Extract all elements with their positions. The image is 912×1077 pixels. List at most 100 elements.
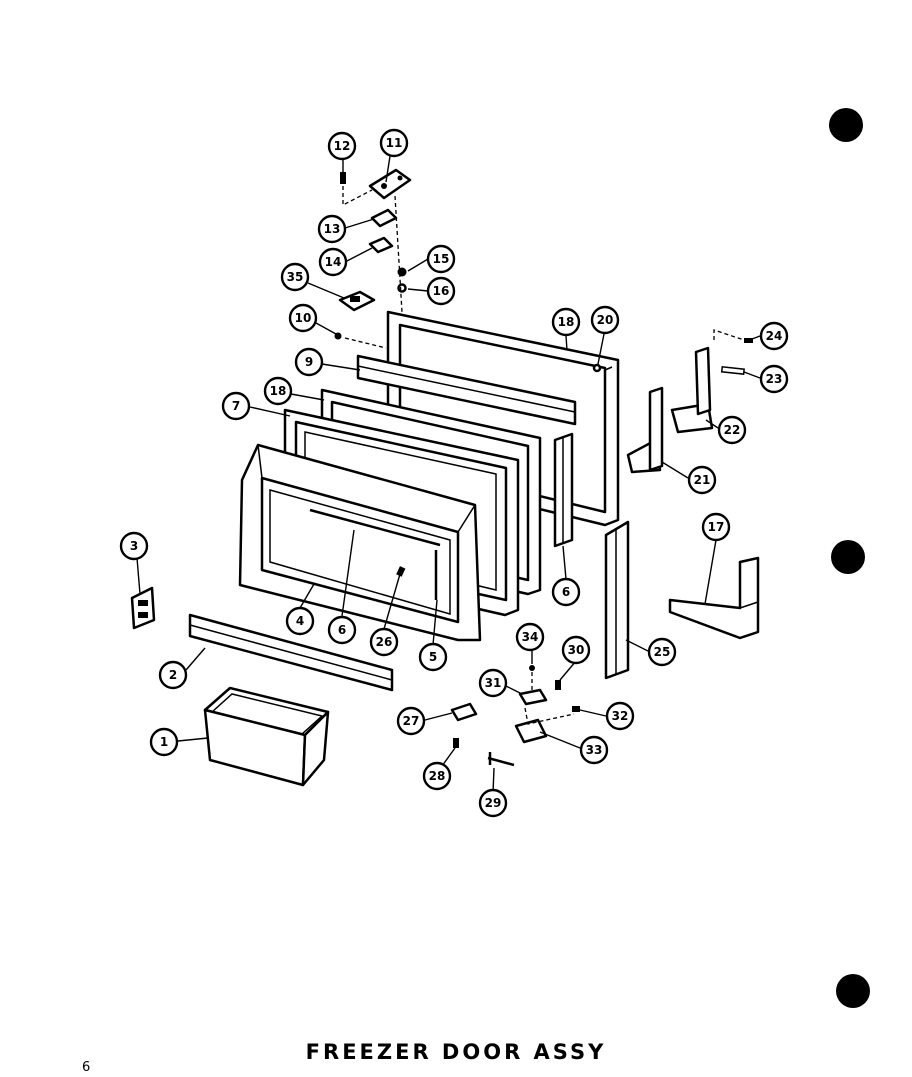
corner-trim	[668, 556, 760, 640]
callout-32: 32	[605, 701, 635, 731]
svg-text:11: 11	[386, 136, 403, 150]
assembly-lines	[342, 186, 745, 725]
callout-18-gasket: 18	[263, 376, 293, 406]
svg-text:31: 31	[485, 676, 502, 690]
callout-6-liner: 6	[327, 615, 357, 645]
plug-10	[334, 332, 342, 340]
side-breaker-strip	[553, 432, 574, 548]
pin-29	[487, 752, 515, 767]
callout-3: 3	[119, 531, 149, 561]
svg-text:6: 6	[562, 585, 570, 599]
callout-25: 25	[647, 637, 677, 667]
callout-23: 23	[759, 364, 789, 394]
svg-text:10: 10	[295, 311, 312, 325]
callout-22: 22	[717, 415, 747, 445]
screw-24	[744, 338, 753, 343]
svg-text:24: 24	[766, 329, 783, 343]
svg-text:29: 29	[485, 796, 502, 810]
hinge-block-31	[518, 688, 548, 706]
screw-32	[572, 706, 580, 712]
washer-16	[397, 283, 407, 293]
top-breaker-strip	[356, 354, 577, 426]
svg-text:13: 13	[324, 222, 341, 236]
svg-text:18: 18	[270, 384, 287, 398]
diagram-title: FREEZER DOOR ASSY	[305, 1040, 607, 1064]
svg-text:4: 4	[296, 614, 304, 628]
svg-text:16: 16	[433, 284, 450, 298]
svg-text:3: 3	[130, 539, 138, 553]
svg-text:9: 9	[305, 355, 313, 369]
svg-text:32: 32	[612, 709, 629, 723]
svg-text:28: 28	[429, 769, 446, 783]
callout-16: 16	[426, 276, 456, 306]
top-hinge	[368, 168, 412, 200]
svg-text:18: 18	[558, 315, 575, 329]
callout-15: 15	[426, 244, 456, 274]
hinge-shim-13	[370, 208, 398, 228]
svg-text:22: 22	[724, 423, 741, 437]
door-bin	[203, 686, 330, 787]
callout-24: 24	[759, 321, 789, 351]
callout-5: 5	[418, 642, 448, 672]
svg-text:25: 25	[654, 645, 671, 659]
callout-26: 26	[369, 627, 399, 657]
callout-28: 28	[422, 761, 452, 791]
svg-text:6: 6	[338, 623, 346, 637]
callout-10: 10	[288, 303, 318, 333]
screw-30	[555, 680, 561, 690]
side-trim	[604, 520, 630, 680]
hinge-pin-23	[720, 366, 745, 375]
svg-text:23: 23	[766, 372, 783, 386]
callout-11: 11	[379, 128, 409, 158]
callout-34: 34	[515, 622, 545, 652]
svg-text:21: 21	[694, 473, 711, 487]
handle-block	[338, 290, 376, 312]
screw-28	[453, 738, 459, 748]
callout-1: 1	[149, 727, 179, 757]
screw-12	[340, 172, 346, 184]
binder-hole-bottom	[836, 974, 870, 1008]
svg-text:5: 5	[429, 650, 437, 664]
svg-text:34: 34	[522, 630, 539, 644]
bracket-27	[450, 702, 478, 722]
svg-text:33: 33	[586, 743, 603, 757]
door-liner	[238, 443, 482, 642]
callout-33: 33	[579, 735, 609, 765]
hinge-shim-14	[368, 236, 394, 254]
callout-12: 12	[327, 131, 357, 161]
svg-text:17: 17	[708, 520, 725, 534]
binder-hole-middle	[831, 540, 865, 574]
leader-lines	[136, 155, 761, 794]
svg-text:30: 30	[568, 643, 585, 657]
svg-text:2: 2	[169, 668, 177, 682]
svg-text:27: 27	[403, 714, 420, 728]
svg-text:26: 26	[376, 635, 393, 649]
svg-text:15: 15	[433, 252, 450, 266]
svg-text:12: 12	[334, 139, 351, 153]
callout-21: 21	[687, 465, 717, 495]
liner-shelf-strip	[309, 508, 441, 547]
callout-7: 7	[221, 391, 251, 421]
page-number: 6	[82, 1060, 91, 1075]
callout-6-side: 6	[551, 577, 581, 607]
callout-13: 13	[317, 214, 347, 244]
svg-text:1: 1	[160, 735, 168, 749]
hinge-33	[514, 718, 548, 744]
plug-20	[592, 363, 602, 373]
svg-text:14: 14	[325, 255, 342, 269]
callout-27: 27	[396, 706, 426, 736]
callout-14: 14	[318, 247, 348, 277]
callout-2: 2	[158, 660, 188, 690]
door-shelf-rail	[188, 613, 394, 692]
callout-30: 30	[561, 635, 591, 665]
callout-17: 17	[701, 512, 731, 542]
hinge-bracket-21	[626, 386, 664, 474]
screw-26	[396, 566, 406, 577]
spacer-34	[529, 665, 535, 671]
callout-31: 31	[478, 668, 508, 698]
svg-text:35: 35	[287, 270, 304, 284]
callout-18-panel: 18	[551, 307, 581, 337]
callout-20: 20	[590, 305, 620, 335]
callout-35: 35	[280, 262, 310, 292]
